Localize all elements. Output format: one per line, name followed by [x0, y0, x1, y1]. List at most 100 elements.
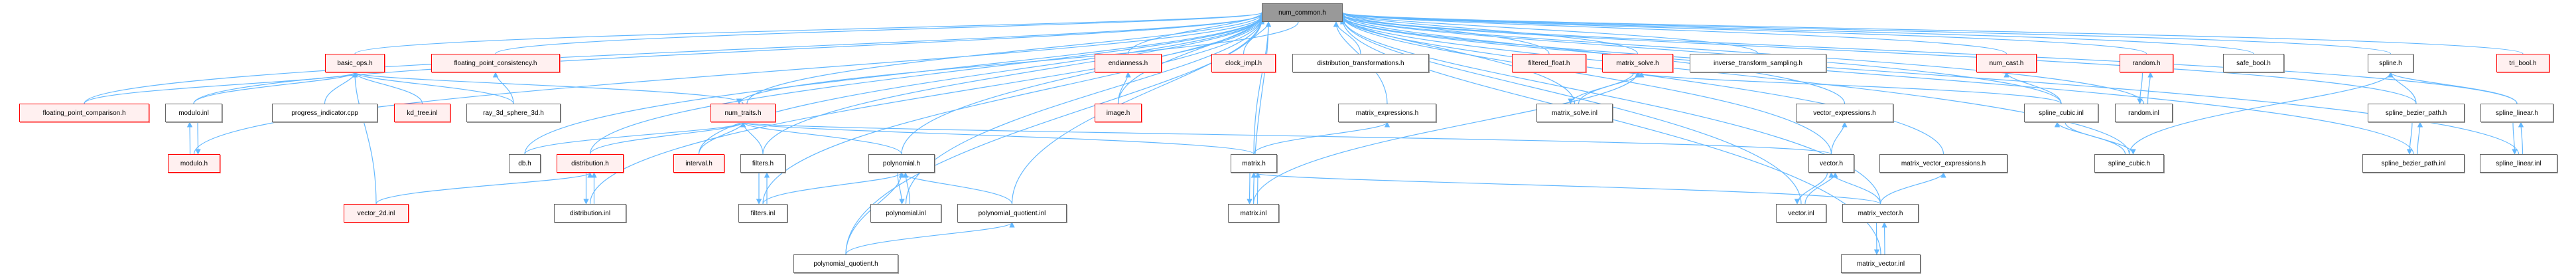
node-modulo-h[interactable]: modulo.h: [168, 154, 220, 173]
edge-ray-to-fp-consistency: [492, 72, 514, 104]
edge-tri-bool-to-num-common: [1340, 12, 2524, 54]
node-polynomial-inl[interactable]: polynomial.inl: [870, 204, 941, 223]
edge-safe-bool-to-num-common: [1340, 12, 2254, 54]
node-interval[interactable]: interval.h: [673, 154, 724, 173]
edge-ray-to-basic-ops: [352, 72, 514, 104]
node-endianness[interactable]: endianness.h: [1095, 54, 1162, 72]
node-dist-trans[interactable]: distribution_transformations.h: [1292, 54, 1429, 72]
node-mv-inl[interactable]: matrix_vector.inl: [1841, 254, 1921, 273]
edge-matrix-solve-h-to-num-common: [1339, 12, 1639, 54]
edge-db-to-num-traits: [524, 122, 746, 155]
node-label: filters.inl: [750, 209, 776, 217]
node-random-h[interactable]: random.h: [2120, 54, 2173, 72]
node-label: filters.h: [752, 159, 774, 167]
edge-spline-linear-inl-to-spline-linear-h: [2518, 122, 2524, 155]
node-filters-inl[interactable]: filters.inl: [738, 204, 787, 223]
node-label: spline_bezier_path.h: [2385, 109, 2447, 117]
edge-vector-h-to-vector-expr: [1830, 122, 1848, 155]
edge-vector-h-to-num-traits: [740, 122, 1832, 155]
node-pq-inl[interactable]: polynomial_quotient.inl: [957, 204, 1067, 223]
edge-distribution-h-to-num-traits: [589, 122, 746, 155]
node-mv-h[interactable]: matrix_vector.h: [1842, 204, 1919, 223]
edge-db-to-num-common: [524, 15, 1265, 155]
node-num-traits[interactable]: num_traits.h: [711, 104, 776, 122]
edge-distribution-h-to-num-common: [589, 15, 1265, 155]
node-label: matrix_vector.h: [1858, 209, 1903, 217]
node-label: num_cast.h: [1989, 59, 2024, 67]
edge-polynomial-h-to-polynomial-inl: [897, 172, 905, 205]
node-mv-expr[interactable]: matrix_vector_expressions.h: [1879, 154, 2007, 173]
edge-filters-h-to-num-traits: [740, 122, 764, 155]
node-matrix-expr[interactable]: matrix_expressions.h: [1338, 104, 1436, 122]
node-kd-tree[interactable]: kd_tree.inl: [394, 104, 450, 122]
node-matrix-inl[interactable]: matrix.inl: [1228, 204, 1279, 223]
edge-matrix-h-to-num-common: [1253, 21, 1272, 155]
node-image[interactable]: image.h: [1095, 104, 1142, 122]
node-label: distribution_transformations.h: [1317, 59, 1404, 67]
node-num-cast[interactable]: num_cast.h: [1976, 54, 2037, 72]
node-safe-bool[interactable]: safe_bool.h: [2223, 54, 2284, 72]
node-label: num_common.h: [1278, 9, 1326, 17]
node-vector-expr[interactable]: vector_expressions.h: [1796, 104, 1893, 122]
node-db[interactable]: db.h: [509, 154, 541, 173]
node-spline-cubic-h[interactable]: spline_cubic.h: [2094, 154, 2164, 173]
node-label: matrix_solve.inl: [1552, 109, 1597, 117]
node-ray[interactable]: ray_3d_sphere_3d.h: [466, 104, 561, 122]
node-spline-h[interactable]: spline.h: [2368, 54, 2413, 72]
edge-matrix-h-to-matrix-inl: [1247, 172, 1253, 205]
node-filtered-float[interactable]: filtered_float.h: [1512, 54, 1586, 72]
node-matrix-solve-h[interactable]: matrix_solve.h: [1602, 54, 1673, 72]
node-sbp-inl[interactable]: spline_bezier_path.inl: [2362, 154, 2465, 173]
node-spline-linear-inl[interactable]: spline_linear.inl: [2480, 154, 2557, 173]
node-vector-2d[interactable]: vector_2d.inl: [344, 204, 409, 223]
node-label: filtered_float.h: [1528, 59, 1570, 67]
node-spline-cubic-inl[interactable]: spline_cubic.inl: [2024, 104, 2098, 122]
edge-its-to-num-common: [1340, 12, 1759, 54]
node-polynomial-h[interactable]: polynomial.h: [868, 154, 935, 173]
edge-sbp-h-to-num-common: [1340, 13, 2417, 104]
node-label: vector_expressions.h: [1813, 109, 1876, 117]
node-progress[interactable]: progress_indicator.cpp: [272, 104, 377, 122]
node-label: progress_indicator.cpp: [291, 109, 358, 117]
edge-mv-expr-to-num-common: [1339, 15, 1944, 155]
node-matrix-h[interactable]: matrix.h: [1231, 154, 1277, 173]
node-label: spline_linear.inl: [2496, 159, 2542, 167]
edge-spline-cubic-h-to-num-common: [1339, 15, 2130, 155]
node-label: modulo.inl: [178, 109, 209, 117]
node-num-common[interactable]: num_common.h: [1262, 3, 1343, 22]
node-label: distribution.h: [571, 159, 609, 167]
node-pq-h[interactable]: polynomial_quotient.h: [793, 254, 898, 273]
node-label: inverse_transform_sampling.h: [1714, 59, 1802, 67]
edge-spline-cubic-inl-to-num-common: [1340, 13, 2062, 104]
node-distribution-inl[interactable]: distribution.inl: [554, 204, 626, 223]
node-fp-comparison[interactable]: floating_point_comparison.h: [19, 104, 149, 122]
node-random-inl[interactable]: random.inl: [2115, 104, 2173, 122]
node-label: safe_bool.h: [2236, 59, 2271, 67]
node-filters-h[interactable]: filters.h: [740, 154, 785, 173]
node-tri-bool[interactable]: tri_bool.h: [2496, 54, 2549, 72]
node-distribution-h[interactable]: distribution.h: [557, 154, 624, 173]
edge-fp-consistency-to-num-common: [495, 12, 1264, 54]
node-spline-linear-h[interactable]: spline_linear.h: [2480, 104, 2553, 122]
edge-random-inl-to-num-common: [1340, 13, 2145, 104]
edge-random-h-to-random-inl: [2137, 72, 2143, 104]
node-vector-inl[interactable]: vector.inl: [1776, 204, 1826, 223]
edge-pq-inl-to-polynomial-h: [898, 172, 1013, 205]
node-vector-h[interactable]: vector.h: [1808, 154, 1854, 173]
node-modulo-inl[interactable]: modulo.inl: [165, 104, 222, 122]
node-matrix-solve-inl[interactable]: matrix_solve.inl: [1536, 104, 1613, 122]
node-clock-impl[interactable]: clock_impl.h: [1211, 54, 1276, 72]
node-label: interval.h: [685, 159, 712, 167]
node-sbp-h[interactable]: spline_bezier_path.h: [2368, 104, 2465, 122]
node-its[interactable]: inverse_transform_sampling.h: [1690, 54, 1826, 72]
node-label: matrix_vector.inl: [1856, 260, 1905, 268]
edge-interval-to-num-common: [698, 15, 1265, 155]
node-label: matrix.inl: [1240, 209, 1267, 217]
edge-vector-h-to-num-common: [1339, 15, 1832, 155]
node-fp-consistency[interactable]: floating_point_consistency.h: [431, 54, 560, 72]
node-basic-ops[interactable]: basic_ops.h: [325, 54, 385, 72]
node-label: vector_2d.inl: [357, 209, 395, 217]
edge-spline-cubic-inl-to-spline-cubic-h: [2065, 122, 2136, 155]
